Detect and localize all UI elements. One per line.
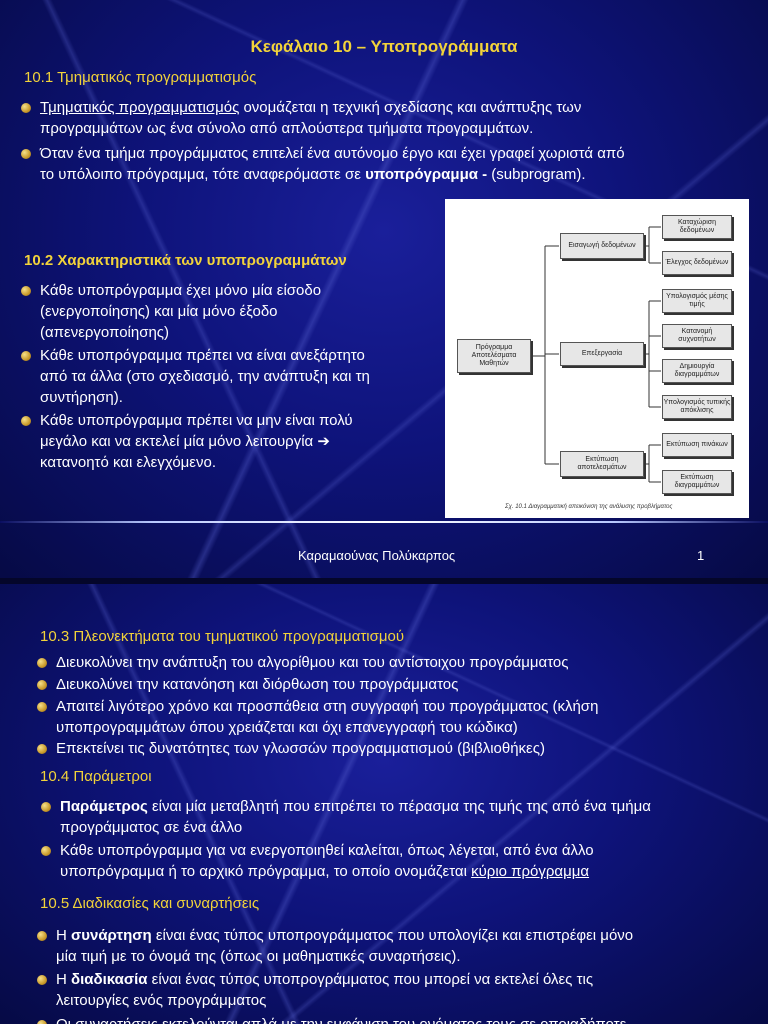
bullet-icon — [21, 149, 31, 159]
bullet-item: Επεκτείνει τις δυνατότητες των γλωσσών π… — [37, 738, 756, 759]
bullet-item: Κάθε υποπρόγραμμα πρέπει να είναι ανεξάρ… — [21, 345, 440, 408]
bullet-icon — [41, 846, 51, 856]
bullet-icon — [41, 802, 51, 812]
bullet-icon — [37, 975, 47, 985]
section-heading-10-1: 10.1 Τμηματικός προγραμματισμός — [24, 69, 257, 86]
bullet-text: κατανοητό και ελεγχόμενο. — [40, 454, 217, 471]
section-heading-10-2: 10.2 Χαρακτηριστικά των υποπρογραμμάτων — [24, 252, 347, 269]
diagram-caption: Σχ. 10.1 Διαγραμματική απεικόνιση της αν… — [505, 504, 673, 510]
bullet-text: είναι ένας τύπος υποπρογράμματος που μπο… — [147, 971, 594, 988]
bullet-text: μεγάλο και να εκτελεί μία μόνο λειτουργί… — [40, 433, 330, 450]
bullet-text: μία τιμή με το όνομά της (όπως οι μαθημα… — [56, 948, 461, 965]
diagram-mid-box: Εισαγωγή δεδομένων — [560, 233, 644, 259]
bullet-text: (subprogram). — [487, 166, 586, 183]
footer-author: Καραμαούνας Πολύκαρπος — [298, 548, 456, 563]
bullet-bold-text: διαδικασία — [71, 971, 148, 988]
bullet-bold-text: συνάρτηση — [71, 927, 152, 944]
diagram-leaf-box: Κατανομή συχνοτήτων — [662, 324, 732, 348]
bullet-text: Η — [56, 971, 71, 988]
bullet-text: Όταν ένα τμήμα προγράμματος επιτελεί ένα… — [40, 145, 625, 162]
slide-2: 10.3 Πλεονεκτήματα του τμηματικού προγρα… — [0, 584, 768, 1024]
bullet-item: Απαιτεί λιγότερο χρόνο και προσπάθεια στ… — [37, 696, 756, 738]
slide-title: Κεφάλαιο 10 – Υποπρογράμματα — [250, 37, 518, 56]
hierarchy-diagram: Πρόγραμμα Αποτελέσματα Μαθητών Εισαγωγή … — [445, 199, 749, 518]
term-link[interactable]: Τμηματικός προγραμματισμός — [40, 99, 240, 116]
slide-1: Κεφάλαιο 10 – Υποπρογράμματα 10.1 Τμηματ… — [0, 0, 768, 578]
bullet-item: Η διαδικασία είναι ένας τύπος υποπρογράμ… — [37, 969, 756, 1011]
bullet-icon — [37, 744, 47, 754]
bullet-text: Κάθε υποπρόγραμμα για να ενεργοποιηθεί κ… — [60, 842, 594, 859]
diagram-connectors — [532, 226, 661, 483]
bullet-icon — [21, 103, 31, 113]
bullet-text: Κάθε υποπρόγραμμα πρέπει να μην είναι πο… — [40, 412, 353, 429]
bullet-text: Διευκολύνει την ανάπτυξη του αλγορίθμου … — [56, 654, 569, 671]
bullet-text: υποπρογραμμάτων όπου χρειάζεται και όχι … — [56, 719, 518, 736]
bullet-text: (απενεργοποίησης) — [40, 324, 170, 341]
bullet-icon — [21, 351, 31, 361]
bullet-text: Επεκτείνει τις δυνατότητες των γλωσσών π… — [56, 740, 545, 757]
bullet-text: από τα άλλα (στο σχεδιασμό, την ανάπτυξη… — [40, 368, 370, 385]
bullet-text: Η — [56, 927, 71, 944]
bullet-icon — [21, 286, 31, 296]
diagram-mid-box: Εκτύπωση αποτελεσμάτων — [560, 451, 644, 477]
diagram-root-box: Πρόγραμμα Αποτελέσματα Μαθητών — [457, 339, 531, 373]
diagram-leaf-box: Έλεγχος δεδομένων — [662, 251, 732, 275]
bullet-text: Οι συναρτήσεις εκτελούνται απλά με την ε… — [56, 1016, 626, 1024]
bullet-item: Κάθε υποπρόγραμμα για να ενεργοποιηθεί κ… — [41, 840, 760, 882]
bullet-text: είναι ένας τύπος υποπρογράμματος που υπο… — [151, 927, 634, 944]
bullet-text: Κάθε υποπρόγραμμα πρέπει να είναι ανεξάρ… — [40, 347, 365, 364]
bullet-icon — [37, 931, 47, 941]
bullet-item: Κάθε υποπρόγραμμα πρέπει να μην είναι πο… — [21, 410, 440, 473]
bullet-bold-text: υποπρόγραμμα - — [365, 166, 488, 183]
section-heading-10-5: 10.5 Διαδικασίες και συναρτήσεις — [40, 895, 260, 912]
bullet-text: υποπρόγραμμα ή το αρχικό πρόγραμμα, το ο… — [60, 863, 472, 880]
diagram-leaf-box: Δημιουργία διαγραμμάτων — [662, 359, 732, 383]
bullet-item: Τμηματικός προγραμματισμός ονομάζεται η … — [21, 97, 740, 139]
diagram-leaf-box: Υπολογισμός μέσης τιμής — [662, 289, 732, 313]
bullet-icon — [37, 702, 47, 712]
footer-rule — [0, 521, 768, 523]
diagram-leaf-box: Καταχώριση δεδομένων — [662, 215, 732, 239]
bullet-item: Οι συναρτήσεις εκτελούνται απλά με την ε… — [37, 1014, 756, 1024]
bullet-text: λειτουργίες ενός προγράμματος — [56, 992, 267, 1009]
bullet-text: Απαιτεί λιγότερο χρόνο και προσπάθεια στ… — [56, 698, 599, 715]
page-number: 1 — [697, 548, 705, 563]
bullet-text: είναι μία μεταβλητή που επιτρέπει το πέρ… — [147, 798, 651, 815]
bullet-item: Όταν ένα τμήμα προγράμματος επιτελεί ένα… — [21, 143, 750, 185]
section-heading-10-4: 10.4 Παράμετροι — [40, 768, 152, 785]
diagram-leaf-box: Εκτύπωση διαγραμμάτων — [662, 470, 732, 494]
slide-separator — [0, 578, 768, 584]
bullet-item: Κάθε υποπρόγραμμα έχει μόνο μία είσοδο (… — [21, 280, 440, 343]
bullet-icon — [37, 1020, 47, 1024]
bullet-text: Κάθε υποπρόγραμμα έχει μόνο μία είσοδο — [40, 282, 322, 299]
bullet-text: (ενεργοποίησης) και μία μόνο έξοδο — [40, 303, 278, 320]
diagram-leaf-box: Υπολογισμός τυπικής απόκλισης — [662, 395, 732, 419]
bullet-icon — [37, 658, 47, 668]
diagram-leaf-box: Εκτύπωση πινάκων — [662, 433, 732, 457]
bullet-icon — [21, 416, 31, 426]
bullet-item: Διευκολύνει την κατανόηση και διόρθωση τ… — [37, 674, 756, 695]
bullet-text: προγραμμάτων ως ένα σύνολο από απλούστερ… — [40, 120, 534, 137]
bullet-bold-text: Παράμετρος — [60, 798, 148, 815]
bullet-text: προγράμματος σε ένα άλλο — [60, 819, 243, 836]
bullet-item: Διευκολύνει την ανάπτυξη του αλγορίθμου … — [37, 652, 756, 673]
diagram-mid-box: Επεξεργασία — [560, 342, 644, 366]
bullet-text: το υπόλοιπο πρόγραμμα, τότε αναφερόμαστε… — [40, 166, 366, 183]
bullet-text: Διευκολύνει την κατανόηση και διόρθωση τ… — [56, 676, 459, 693]
bullet-item: Παράμετρος είναι μία μεταβλητή που επιτρ… — [41, 796, 760, 838]
section-heading-10-3: 10.3 Πλεονεκτήματα του τμηματικού προγρα… — [40, 628, 405, 645]
bullet-icon — [37, 680, 47, 690]
bullet-text: ονομάζεται η τεχνική σχεδίασης και ανάπτ… — [239, 99, 582, 116]
bullet-item: Η συνάρτηση είναι ένας τύπος υποπρογράμμ… — [37, 925, 756, 967]
main-program-link[interactable]: κύριο πρόγραμμα — [471, 863, 590, 880]
bullet-text: συντήρηση). — [40, 389, 123, 406]
